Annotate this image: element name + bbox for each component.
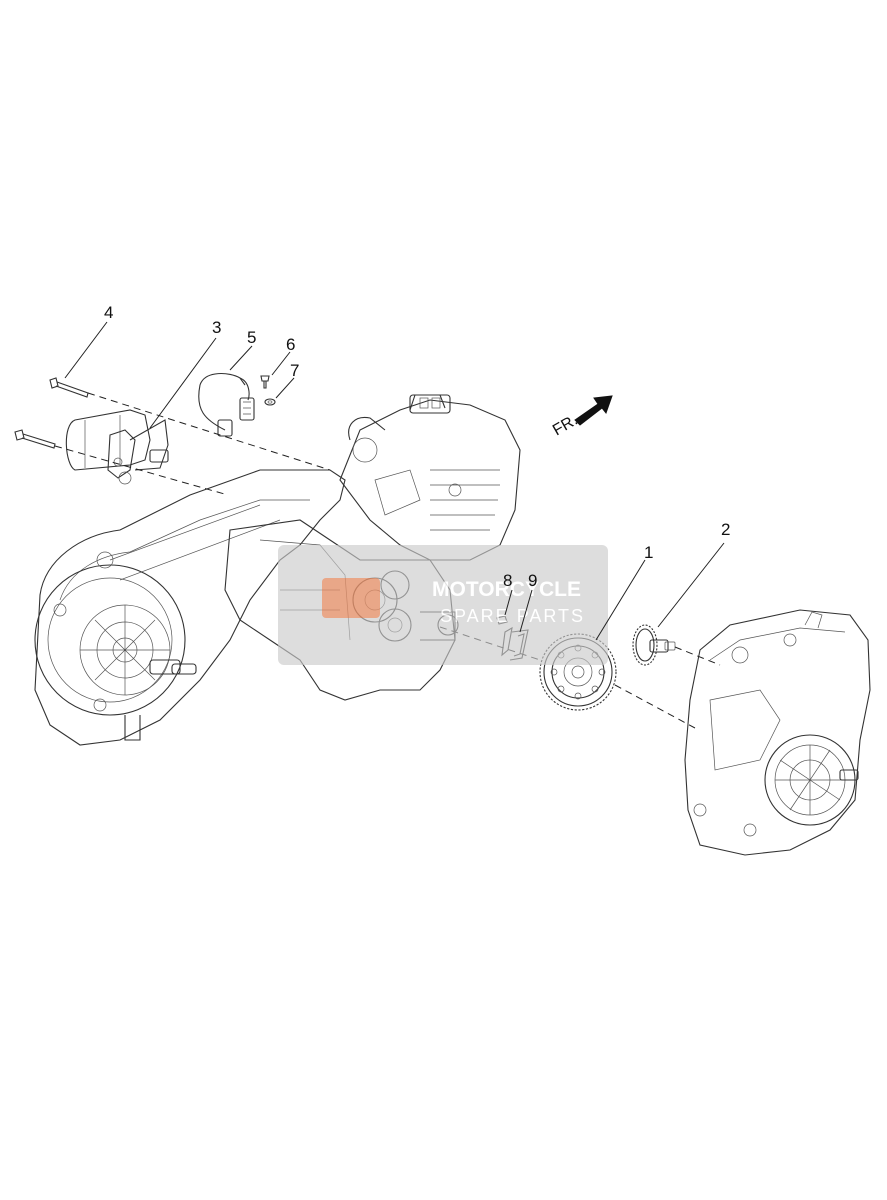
starter-cable <box>198 373 255 437</box>
callout-1: 1 <box>644 543 653 562</box>
watermark-box <box>278 545 608 665</box>
starter-bolts <box>14 377 89 449</box>
front-direction-indicator: FR. <box>550 395 613 440</box>
callout-2: 2 <box>721 520 730 539</box>
front-arrow-icon <box>574 395 613 426</box>
callout-labels: 1 2 3 4 5 6 7 8 9 <box>104 303 730 590</box>
callout-3: 3 <box>212 318 221 337</box>
callout-4: 4 <box>104 303 113 322</box>
callout-7: 7 <box>290 361 299 380</box>
callout-5: 5 <box>247 328 256 347</box>
starter-motor <box>65 409 169 485</box>
cylinder-head <box>339 394 521 561</box>
callout-8: 8 <box>503 571 512 590</box>
callout-6: 6 <box>286 335 295 354</box>
screw-and-washer <box>260 375 276 406</box>
front-label: FR. <box>550 412 581 440</box>
callout-leaders <box>64 321 725 641</box>
watermark-line-1: MOTORCYCLE <box>432 578 581 601</box>
callout-9: 9 <box>528 571 537 590</box>
flywheel-cover <box>684 609 871 856</box>
watermark-line-2: SPARE PARTS <box>440 606 585 626</box>
idler-gear <box>632 624 676 666</box>
watermark-accent <box>322 578 380 618</box>
watermark: MOTORCYCLE SPARE PARTS <box>278 545 608 665</box>
